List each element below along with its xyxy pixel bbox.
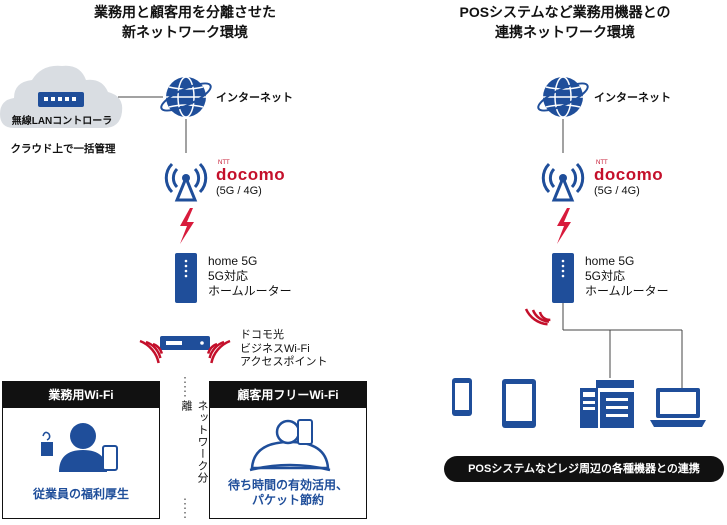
docomo-logo: docomo <box>216 165 286 184</box>
business-wifi-box: 業務用Wi-Fi 従業員の福利厚生 <box>2 381 160 519</box>
right-internet-label: インターネット <box>594 92 671 104</box>
ap-line1: ドコモ光 <box>240 329 284 341</box>
right-carrier: NTT docomo (5G / 4G) <box>594 160 663 198</box>
access-point-label: ドコモ光 ビジネスWi-Fi アクセスポイント <box>240 329 327 370</box>
customer-icon <box>249 419 331 472</box>
left-title-line2: 新ネットワーク環境 <box>122 24 248 40</box>
right-title-line2: 連携ネットワーク環境 <box>495 24 635 40</box>
right-router-line1: home 5G <box>585 254 635 268</box>
left-router-label: home 5G 5G対応 ホームルーター <box>208 254 292 299</box>
cloud-label: 無線LANコントローラ <box>11 116 113 127</box>
ntt-mark-right: NTT <box>596 160 608 166</box>
business-wifi-caption: 従業員の福利厚生 <box>32 487 129 501</box>
left-carrier: NTT docomo (5G / 4G) <box>216 160 285 198</box>
left-router-line2: 5G対応 <box>208 269 249 283</box>
guest-wifi-caption: 待ち時間の有効活用、 パケット節約 <box>210 478 366 508</box>
business-wifi-header: 業務用Wi-Fi <box>3 382 159 408</box>
cloud-controller: 無線LANコントローラ <box>0 58 126 138</box>
right-router-line3: ホームルーター <box>585 284 669 298</box>
left-internet-label: インターネット <box>216 92 293 104</box>
docomo-logo-right: docomo <box>594 165 664 184</box>
right-title-line1: POSシステムなど業務用機器との <box>459 4 671 20</box>
guest-wifi-header: 顧客用フリーWi-Fi <box>210 382 366 408</box>
left-title-line1: 業務用と顧客用を分離させた <box>94 4 276 20</box>
guest-caption-line1: 待ち時間の有効活用、 <box>227 478 348 492</box>
ap-line3: アクセスポイント <box>240 356 328 368</box>
right-router-label: home 5G 5G対応 ホームルーター <box>585 254 669 299</box>
ap-line2: ビジネスWi-Fi <box>240 342 310 355</box>
left-router-line1: home 5G <box>208 254 258 268</box>
employee-icon <box>41 423 118 472</box>
right-title: POSシステムなど業務用機器との 連携ネットワーク環境 <box>430 2 700 42</box>
right-router-line2: 5G対応 <box>585 269 626 283</box>
guest-wifi-box: 顧客用フリーWi-Fi 待ち時間の有効活用、 パケット節約 <box>209 381 367 519</box>
pos-caption-pill: POSシステムなどレジ周辺の各種機器との連携 <box>444 456 724 482</box>
controller-device-icon <box>38 92 84 107</box>
ntt-mark: NTT <box>218 160 230 166</box>
left-carrier-sub: (5G / 4G) <box>216 185 262 197</box>
left-router-line3: ホームルーター <box>208 284 292 298</box>
left-title: 業務用と顧客用を分離させた 新ネットワーク環境 <box>60 2 310 42</box>
cloud-caption: クラウド上で一括管理 <box>10 143 116 155</box>
right-carrier-sub: (5G / 4G) <box>594 185 640 197</box>
network-separation-label: ネットワーク分離 <box>178 398 210 497</box>
guest-caption-line2: パケット節約 <box>251 493 324 507</box>
